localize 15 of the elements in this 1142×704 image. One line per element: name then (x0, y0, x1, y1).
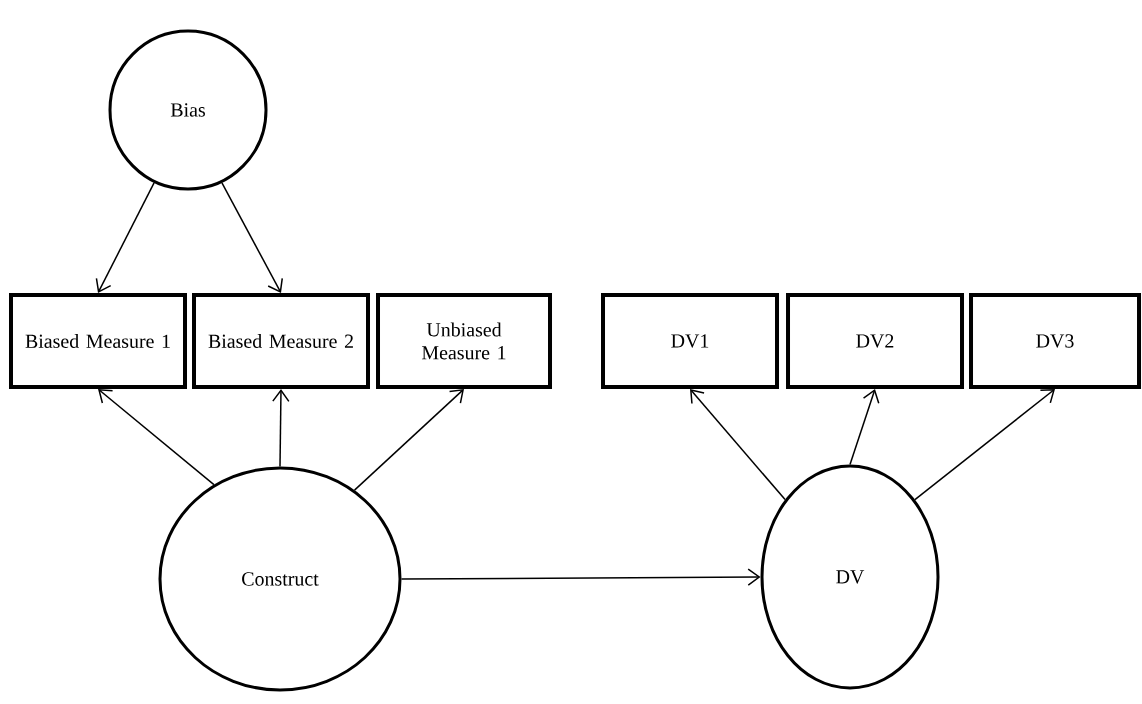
arrow (98, 389, 215, 486)
arrow (849, 389, 880, 466)
arrow (221, 182, 283, 293)
measure-box: Biased Measure 1 (9, 293, 187, 389)
measure-box: DV3 (969, 293, 1141, 389)
arrow (353, 389, 464, 491)
arrow (95, 182, 155, 293)
measure-box: DV1 (601, 293, 779, 389)
measure-box: DV2 (786, 293, 964, 389)
arrow (690, 389, 786, 501)
arrow (272, 389, 290, 468)
arrow (914, 389, 1055, 501)
measure-box: Unbiased Measure 1 (376, 293, 552, 389)
arrow (400, 568, 761, 586)
measure-box: Biased Measure 2 (192, 293, 370, 389)
